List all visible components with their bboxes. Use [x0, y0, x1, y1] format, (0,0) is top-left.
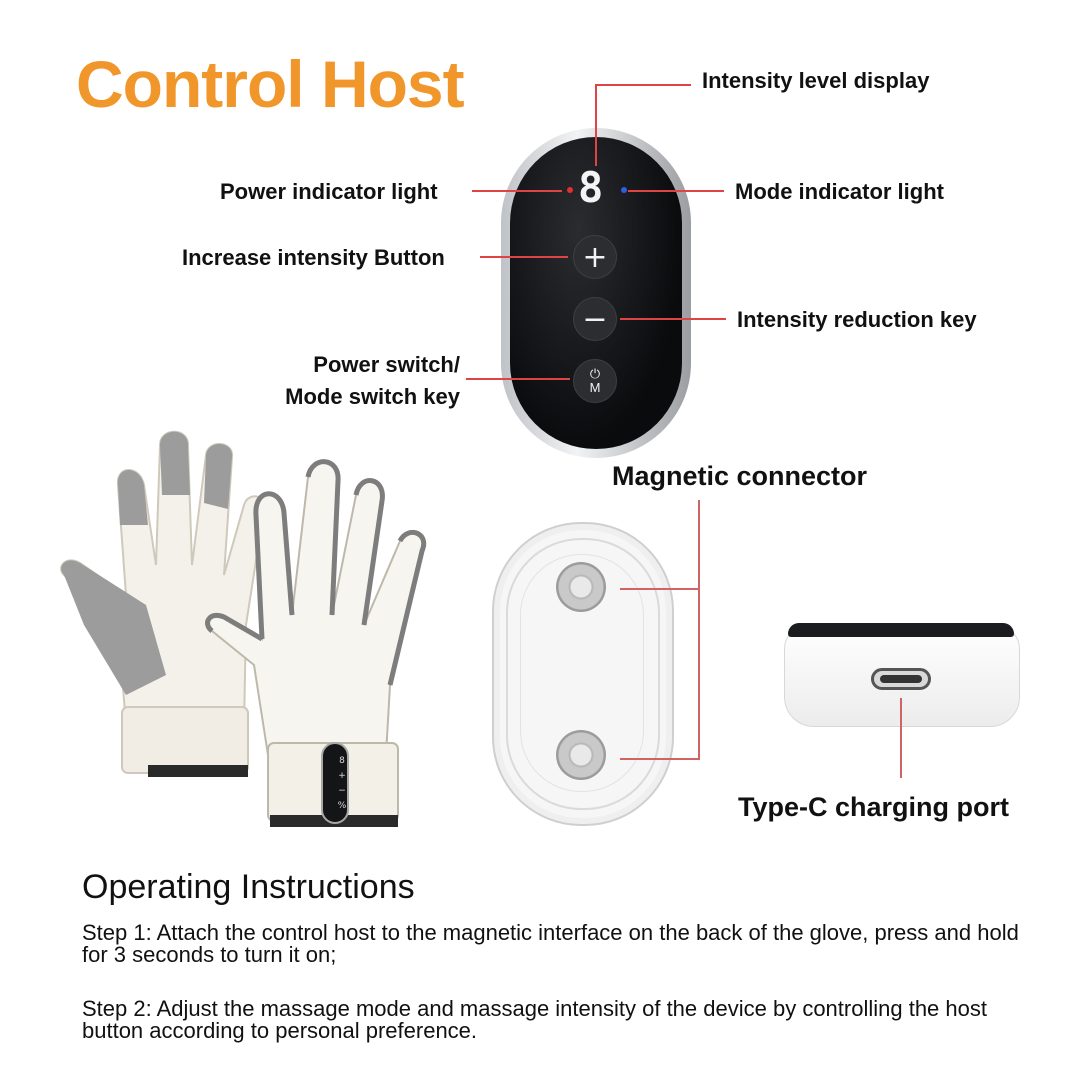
type-c-callout	[900, 698, 902, 778]
power-indicator-callout	[472, 190, 562, 192]
left-glove	[60, 430, 266, 777]
magnetic-pin-bottom	[556, 730, 606, 780]
display-callout-vertical	[595, 84, 597, 166]
power-mode-switch-button[interactable]: ⏻ M	[573, 359, 617, 403]
glove-mini-digit: 8	[339, 756, 345, 766]
type-c-device-top	[788, 623, 1014, 637]
glove-mini-mode: %	[337, 801, 347, 811]
mode-indicator-label: Mode indicator light	[735, 179, 944, 204]
type-c-label: Type-C charging port	[738, 792, 1010, 822]
increase-button-label: Increase intensity Button	[182, 245, 445, 270]
page-title: Control Host	[76, 47, 465, 121]
increase-intensity-button[interactable]: +	[573, 235, 617, 279]
magnetic-callout-top	[620, 588, 700, 590]
glove-mini-minus: −	[338, 786, 346, 796]
magnetic-connector-inner-ring	[520, 554, 644, 792]
power-icon: ⏻	[589, 367, 601, 382]
intensity-digit-display: 8	[578, 163, 604, 212]
power-indicator-label: Power indicator light	[220, 179, 438, 204]
instructions-heading: Operating Instructions	[82, 868, 415, 906]
power-switch-label-line1: Power switch/	[313, 352, 460, 377]
magnetic-pin-top	[556, 562, 606, 612]
gloves-illustration	[60, 430, 427, 827]
glove-mini-plus: +	[338, 771, 346, 781]
power-switch-label: Power switch/ Mode switch key	[262, 349, 460, 413]
glove-mini-host: 8 + − %	[332, 754, 352, 814]
mode-indicator-dot	[621, 187, 627, 193]
magnetic-callout-vertical	[698, 500, 700, 760]
magnetic-connector-ring	[506, 538, 660, 810]
reduction-key-callout	[620, 318, 726, 320]
reduction-key-label: Intensity reduction key	[737, 307, 977, 332]
instruction-step-2: Step 2: Adjust the massage mode and mass…	[82, 996, 987, 1043]
magnetic-callout-bottom	[620, 758, 700, 760]
power-switch-callout	[466, 378, 570, 380]
intensity-display-label: Intensity level display	[702, 68, 930, 93]
power-switch-label-line2: Mode switch key	[285, 384, 460, 409]
instruction-step-1: Step 1: Attach the control host to the m…	[82, 920, 1019, 967]
magnetic-connector-label: Magnetic connector	[612, 461, 868, 491]
intensity-reduction-button[interactable]: −	[573, 297, 617, 341]
display-callout-horizontal	[595, 84, 691, 86]
mode-indicator-callout	[628, 190, 724, 192]
mode-letter: M	[589, 380, 601, 395]
type-c-port-inner	[880, 675, 922, 683]
increase-button-callout	[480, 256, 568, 258]
power-indicator-dot	[567, 187, 573, 193]
right-glove	[205, 459, 427, 827]
